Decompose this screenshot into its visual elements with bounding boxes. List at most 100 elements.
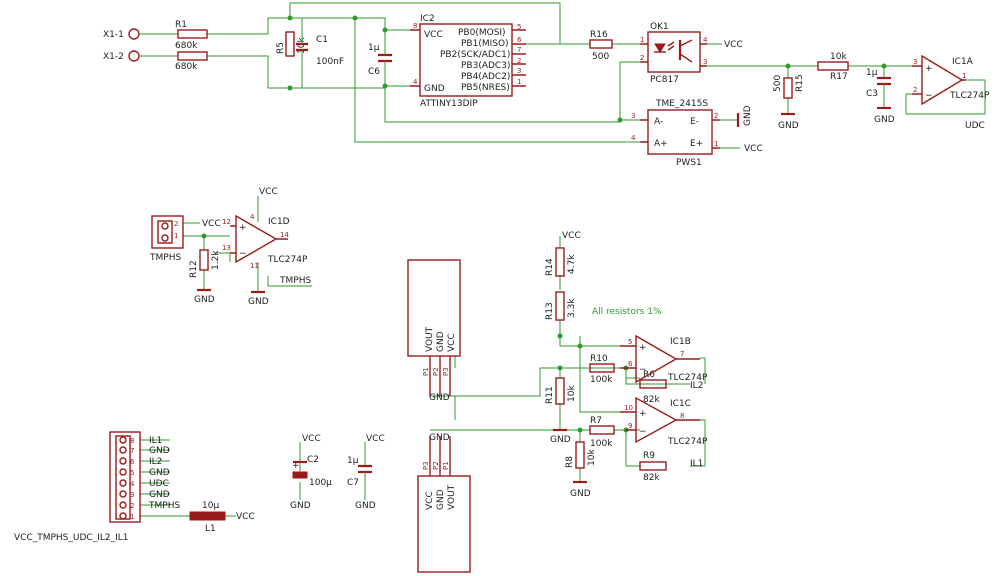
resistor-r13: R13 3.3k: [545, 291, 577, 321]
svg-text:VCC: VCC: [425, 491, 435, 510]
svg-text:11: 11: [250, 262, 259, 270]
svg-text:E-: E-: [690, 117, 699, 127]
connector-tmphs: 2 1 TMPHS VCC: [149, 215, 221, 263]
svg-text:C7: C7: [347, 478, 359, 488]
svg-text:UDC: UDC: [149, 479, 169, 489]
svg-text:TLC274P: TLC274P: [667, 437, 708, 447]
svg-text:IL2: IL2: [690, 381, 703, 391]
svg-text:P3: P3: [422, 461, 430, 470]
resistor-r16: R16 500: [589, 30, 613, 62]
svg-text:100µ: 100µ: [309, 478, 332, 488]
svg-text:−: −: [639, 427, 647, 437]
svg-text:E+: E+: [690, 139, 703, 149]
svg-text:680k: 680k: [175, 62, 198, 72]
svg-text:4.7k: 4.7k: [567, 254, 577, 274]
svg-text:82k: 82k: [643, 473, 660, 483]
svg-text:7: 7: [517, 46, 521, 54]
svg-text:−: −: [925, 91, 933, 101]
svg-text:A+: A+: [654, 139, 668, 149]
svg-text:4: 4: [703, 36, 708, 44]
svg-text:R7: R7: [590, 416, 602, 426]
power-supply-pws1: TME_2415S PWS1 3 4 2 1 A- A+ E- E+ GND V…: [631, 99, 763, 168]
svg-text:+: +: [639, 409, 647, 419]
ic2-attiny13: IC2 ATTINY13DIP 8 4 VCC GND 5 6 7 2 3 1 …: [410, 14, 560, 109]
svg-text:4: 4: [130, 480, 135, 488]
connector-x1: X1-1 X1-2: [103, 28, 140, 62]
svg-text:1µ: 1µ: [866, 68, 878, 78]
opamp-ic1a: + − IC1A TLC274P 3 2 1 UDC: [912, 54, 990, 131]
svg-text:PB5(NRES): PB5(NRES): [461, 83, 510, 93]
svg-text:3: 3: [517, 67, 521, 75]
svg-text:R15: R15: [795, 74, 805, 92]
svg-text:3: 3: [130, 491, 134, 499]
svg-text:TLC274P: TLC274P: [267, 255, 308, 265]
svg-text:680k: 680k: [175, 41, 198, 51]
svg-text:3: 3: [703, 58, 707, 66]
resistor-r11: R11 10k GND: [545, 377, 577, 445]
svg-text:P2: P2: [432, 367, 440, 376]
svg-text:PB2(SCK/ADC1): PB2(SCK/ADC1): [440, 50, 510, 60]
svg-text:8: 8: [680, 412, 684, 420]
svg-text:ATTINY13DIP: ATTINY13DIP: [420, 99, 478, 109]
svg-text:GND: GND: [149, 468, 170, 478]
svg-text:1: 1: [174, 232, 178, 240]
svg-text:R16: R16: [590, 30, 608, 40]
resistor-r2: 680k: [175, 51, 208, 72]
current-sensor-bottom: P3 P2 P1 VCC GND VOUT GND: [417, 433, 471, 573]
svg-text:10k: 10k: [567, 385, 577, 402]
svg-text:7: 7: [680, 350, 684, 358]
svg-text:R1: R1: [175, 20, 187, 30]
svg-text:−: −: [239, 249, 247, 259]
svg-text:GND: GND: [424, 84, 445, 94]
svg-text:1: 1: [640, 36, 644, 44]
junctions: [201, 15, 887, 433]
svg-text:TLC274P: TLC274P: [667, 373, 708, 383]
svg-text:A-: A-: [654, 117, 663, 127]
resistor-r10: R10 100k: [589, 354, 615, 385]
svg-text:3: 3: [913, 58, 917, 66]
svg-text:IC1D: IC1D: [268, 217, 290, 227]
svg-text:C6: C6: [368, 67, 380, 77]
svg-text:GND: GND: [436, 489, 446, 510]
svg-text:VCC: VCC: [202, 219, 221, 229]
svg-text:VOUT: VOUT: [447, 484, 457, 510]
capacitor-c7: 1µ C7 VCC GND: [347, 434, 385, 511]
note-resistors: All resistors 1%: [592, 307, 662, 317]
svg-text:PB1(MISO): PB1(MISO): [461, 39, 509, 49]
svg-text:IL2: IL2: [149, 457, 162, 467]
svg-text:R5: R5: [276, 42, 286, 54]
svg-text:IL1: IL1: [690, 459, 703, 469]
resistor-r8: R8 10k GND: [565, 441, 597, 499]
svg-text:100nF: 100nF: [316, 57, 344, 67]
svg-text:1: 1: [517, 78, 521, 86]
x1-2-label: X1-2: [103, 52, 124, 62]
svg-text:4: 4: [413, 78, 418, 86]
svg-text:5: 5: [628, 338, 632, 346]
svg-text:IC1A: IC1A: [952, 57, 974, 67]
svg-text:PC817: PC817: [650, 75, 679, 85]
svg-text:8: 8: [130, 437, 134, 445]
svg-text:GND: GND: [248, 297, 269, 307]
svg-text:VCC: VCC: [424, 30, 443, 40]
svg-text:R13: R13: [545, 302, 555, 320]
svg-text:2: 2: [174, 220, 178, 228]
svg-text:6: 6: [130, 458, 135, 466]
svg-text:P1: P1: [442, 461, 450, 470]
opamp-ic1d: + − IC1D TLC274P 12 13 14 4 11 VCC GND T…: [222, 187, 311, 307]
svg-text:TME_2415S: TME_2415S: [655, 99, 708, 109]
svg-text:1: 1: [130, 513, 134, 521]
svg-text:VCC: VCC: [744, 144, 763, 154]
svg-text:R8: R8: [565, 456, 575, 468]
svg-text:GND: GND: [355, 501, 376, 511]
svg-text:10k: 10k: [297, 37, 307, 54]
svg-text:500: 500: [592, 52, 609, 62]
resistor-r12: R12 1.2k GND: [189, 249, 221, 305]
svg-text:2: 2: [913, 86, 917, 94]
resistor-r5: R5 10k: [276, 31, 307, 57]
svg-text:P1: P1: [422, 367, 430, 376]
svg-text:VCC: VCC: [447, 333, 457, 352]
svg-text:VCC: VCC: [302, 434, 321, 444]
svg-text:GND: GND: [194, 295, 215, 305]
svg-text:PWS1: PWS1: [676, 158, 702, 168]
svg-text:PB4(ADC2): PB4(ADC2): [461, 72, 510, 82]
